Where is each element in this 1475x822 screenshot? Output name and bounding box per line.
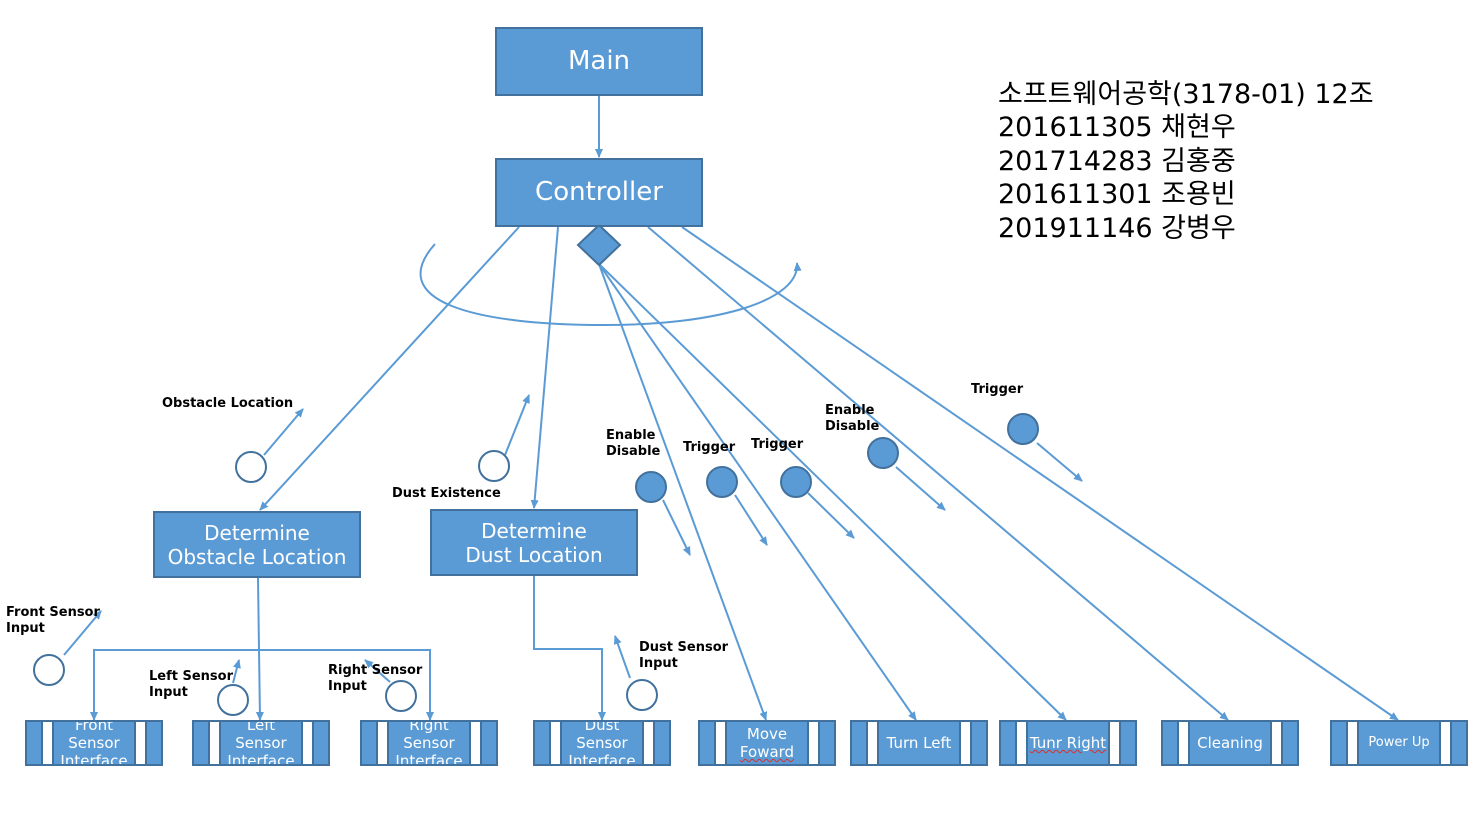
turn-right-label-text: Tunr Right: [1029, 734, 1107, 752]
determine-dust-module[interactable]: Determine Dust Location: [430, 509, 638, 576]
flow-label-trigger-power-up: Trigger: [971, 382, 1024, 397]
dust-sensor-interface-label: Dust Sensor Interface: [568, 722, 636, 764]
move-forward-label: Move Foward: [725, 722, 809, 764]
control-flag-move: [635, 471, 667, 503]
control-flag-turn-left: [706, 466, 738, 498]
team-info: 소프트웨어공학(3178-01) 12조 201611305 채현우 20171…: [998, 78, 1374, 245]
right-sensor-interface-module[interactable]: Right Sensor Interface: [360, 720, 498, 766]
turn-right-module[interactable]: Tunr Right: [999, 720, 1137, 766]
team-info-member-2: 201714283 김홍중: [998, 145, 1236, 177]
flow-label-dust-sensor-input: Dust Sensor Input: [639, 640, 729, 672]
couple-arrow-obstacle: [263, 408, 304, 456]
flow-label-right-sensor-input: Right Sensor Input: [328, 663, 423, 695]
turn-left-module[interactable]: Turn Left: [850, 720, 988, 766]
power-up-module[interactable]: Power Up: [1330, 720, 1468, 766]
flow-label-enable-disable-cleaning: Enable Disable: [825, 403, 880, 435]
iteration-loop: [419, 243, 802, 327]
flag-arrow-cleaning: [895, 466, 946, 511]
team-info-member-4: 201911146 강병우: [998, 212, 1236, 244]
controller-module-label: Controller: [535, 176, 663, 207]
front-sensor-interface-label: Front Sensor Interface: [60, 722, 128, 764]
turn-right-label: Tunr Right: [1026, 722, 1110, 764]
main-module[interactable]: Main: [495, 27, 703, 96]
call-controller-move: [598, 263, 768, 721]
flag-arrow-turn-right: [807, 492, 855, 539]
flag-arrow-move: [662, 499, 691, 556]
call-controller-obstacle: [259, 226, 520, 511]
data-couple-front: [33, 654, 65, 686]
call-controller-turn-left: [598, 263, 917, 721]
data-couple-right: [385, 680, 417, 712]
flow-label-left-sensor-input: Left Sensor Input: [149, 669, 234, 701]
flow-label-trigger-turn-right: Trigger: [751, 437, 804, 452]
call-dust-sensor: [533, 576, 606, 721]
flag-arrow-turn-left: [734, 494, 768, 546]
couple-arrow-dust: [504, 394, 530, 456]
flag-arrow-power-up: [1036, 442, 1083, 482]
determine-obstacle-label: Determine Obstacle Location: [167, 520, 347, 569]
power-up-label: Power Up: [1368, 735, 1430, 751]
control-flag-power-up: [1007, 413, 1039, 445]
cleaning-module[interactable]: Cleaning: [1161, 720, 1299, 766]
call-controller-turn-right: [598, 263, 1067, 721]
couple-arrow-front: [63, 610, 102, 656]
data-couple-left: [217, 684, 249, 716]
controller-module[interactable]: Controller: [495, 158, 703, 227]
call-controller-dust: [530, 226, 559, 509]
team-info-course: 소프트웨어공학(3178-01) 12조: [998, 79, 1374, 110]
control-flag-cleaning: [867, 437, 899, 469]
control-flag-turn-right: [780, 466, 812, 498]
flow-label-obstacle-location: Obstacle Location: [162, 396, 294, 411]
front-sensor-interface-module[interactable]: Front Sensor Interface: [25, 720, 163, 766]
flow-label-trigger-turn-left: Trigger: [683, 440, 736, 455]
flow-label-enable-disable-move: Enable Disable: [606, 428, 661, 460]
right-sensor-interface-label: Right Sensor Interface: [395, 722, 463, 764]
team-info-member-1: 201611305 채현우: [998, 112, 1236, 144]
determine-dust-label: Determine Dust Location: [465, 518, 603, 567]
move-forward-label-line1: Move: [746, 725, 788, 743]
left-sensor-interface-module[interactable]: Left Sensor Interface: [192, 720, 330, 766]
determine-obstacle-module[interactable]: Determine Obstacle Location: [153, 511, 361, 578]
flow-label-front-sensor-input: Front Sensor Input: [6, 605, 100, 637]
call-controller-power-up: [681, 226, 1399, 721]
flow-label-dust-existence: Dust Existence: [392, 486, 501, 501]
couple-arrow-right: [364, 659, 391, 683]
couple-arrow-left: [232, 659, 241, 684]
cleaning-label: Cleaning: [1197, 734, 1263, 752]
move-forward-label-line2: Foward: [739, 743, 795, 761]
decision-diamond: [576, 223, 622, 267]
couple-arrow-dust-sensor: [613, 635, 631, 679]
left-sensor-interface-label: Left Sensor Interface: [227, 722, 295, 764]
data-couple-dust: [478, 450, 510, 482]
call-obstacle-right: [258, 649, 434, 721]
call-controller-cleaning: [647, 226, 1229, 721]
call-obstacle-front: [90, 649, 258, 721]
data-couple-obstacle: [235, 451, 267, 483]
data-couple-dust-sensor: [626, 679, 658, 711]
move-forward-module[interactable]: Move Foward: [698, 720, 836, 766]
main-module-label: Main: [567, 45, 631, 76]
dust-sensor-interface-module[interactable]: Dust Sensor Interface: [533, 720, 671, 766]
team-info-member-3: 201611301 조용빈: [998, 179, 1236, 211]
turn-left-label: Turn Left: [886, 734, 952, 752]
